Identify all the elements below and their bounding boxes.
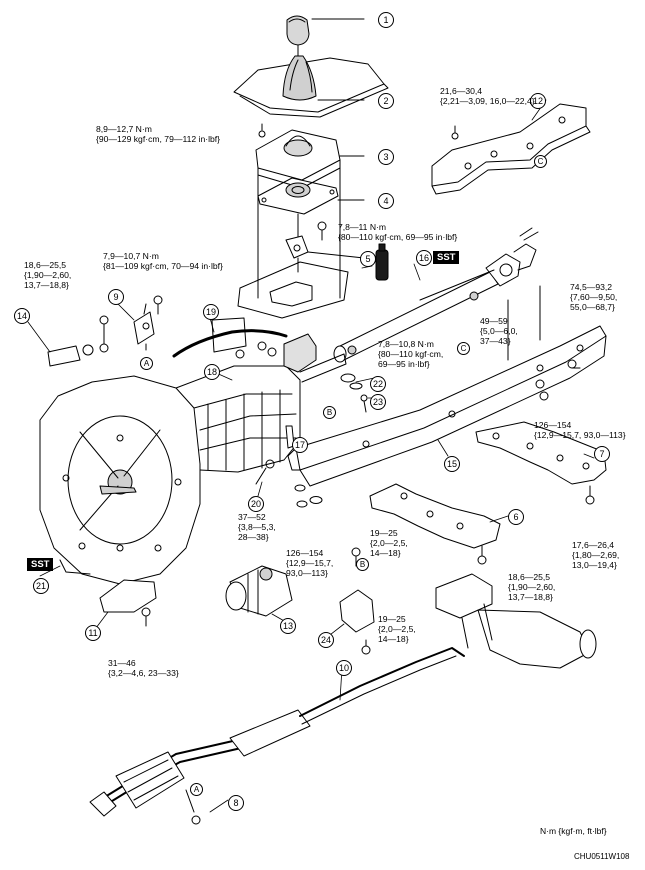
figure-code: CHU0511W108 — [574, 852, 630, 861]
callout-23: 23 — [370, 394, 386, 410]
torque-spec-14: 18,6—25,5{1,90—2,60,13,7—18,8} — [508, 572, 556, 603]
callout-19: 19 — [203, 304, 219, 320]
callout-4: 4 — [378, 193, 394, 209]
sst-label-upper: SST — [433, 251, 460, 264]
wiring-harness — [172, 317, 288, 359]
shift-lever-lower — [237, 235, 365, 319]
callout-11: 11 — [85, 625, 101, 641]
mount-bracket-6 — [369, 483, 501, 565]
callout-15: 15 — [444, 456, 460, 472]
shift-boot — [233, 55, 389, 118]
callout-24: 24 — [318, 632, 334, 648]
callout-14: 14 — [14, 308, 30, 324]
tag-a-lower: A — [190, 783, 203, 796]
torque-spec-13: 17,6—26,4{1,80—2,69,13,0—19,4} — [572, 540, 620, 571]
gasket — [257, 177, 365, 215]
tag-b-lower: B — [356, 558, 369, 571]
units-note: N·m {kgf·m, ft·lbf} — [540, 826, 607, 836]
callout-1: 1 — [378, 12, 394, 28]
torque-spec-5: 18,6—25,5{1,90—2,60,13,7—18,8} — [24, 260, 72, 291]
bolt-20 — [255, 459, 275, 485]
sst-label-lower: SST — [27, 558, 54, 571]
torque-spec-10: 37—52{3,8—5,3,28—38} — [238, 512, 276, 543]
torque-spec-9: 126—154{12,9—15,7, 93,0—113} — [534, 420, 626, 441]
torque-spec-4: 7,9—10,7 N·m{81—109 kgf·cm, 70—94 in·lbf… — [103, 251, 223, 272]
torque-spec-1: 8,9—12,7 N·m{90—129 kgf·cm, 79—112 in·lb… — [96, 124, 221, 145]
callout-21: 21 — [33, 578, 49, 594]
callout-12: 12 — [530, 93, 546, 109]
callout-6: 6 — [508, 509, 524, 525]
callout-2: 2 — [378, 93, 394, 109]
frame-member — [287, 269, 607, 487]
torque-spec-12: 19—25{2,0—2,5,14—18} — [370, 528, 408, 559]
callout-5: 5 — [360, 251, 376, 267]
shift-knob — [286, 15, 365, 57]
torque-spec-16: 31—46{3,2—4,6, 23—33} — [108, 658, 179, 679]
callout-18: 18 — [204, 364, 220, 380]
callout-7: 7 — [594, 446, 610, 462]
callout-8: 8 — [228, 795, 244, 811]
heat-shield-24 — [339, 547, 375, 655]
mount-bolts-center — [294, 484, 323, 508]
starter-motor — [225, 565, 293, 617]
callout-10: 10 — [336, 660, 352, 676]
torque-spec-8: 7,8—10,8 N·m{80—110 kgf·cm,69—95 in·lbf} — [378, 339, 444, 370]
propeller-shaft — [333, 227, 539, 363]
bracket-11 — [99, 579, 157, 627]
sensor-14 — [47, 315, 109, 367]
clutch-housing-flange — [59, 559, 91, 575]
bracket-9 — [133, 295, 163, 351]
sst-bottle — [375, 243, 389, 281]
crossmember-bracket — [431, 103, 591, 195]
callout-20: 20 — [248, 496, 264, 512]
tag-a-upper: A — [140, 357, 153, 370]
assembly-guide-lines — [257, 167, 341, 299]
tag-b-upper: B — [323, 406, 336, 419]
callout-17: 17 — [292, 437, 308, 453]
transmission — [39, 333, 347, 585]
mount-bolts-right — [535, 359, 581, 401]
tag-c-right: C — [534, 155, 547, 168]
callout-16: 16 — [416, 250, 432, 266]
mount-bracket-7 — [475, 421, 607, 505]
torque-spec-7: 49—59{5,0—6,0,37—43} — [480, 316, 518, 347]
callout-13: 13 — [280, 618, 296, 634]
callout-22: 22 — [370, 376, 386, 392]
torque-spec-3: 7,8—11 N·m{80—110 kgf·cm, 69—95 in·lbf} — [338, 222, 458, 243]
shift-lever-housing — [255, 123, 365, 189]
torque-spec-6: 74,5—93,2{7,60—9,50,55,0—68,7} — [570, 282, 618, 313]
bolt-shift — [317, 221, 327, 241]
tag-c-frame: C — [457, 342, 470, 355]
torque-spec-2: 21,6—30,4{2,21—3,09, 16,0—22,4} — [440, 86, 535, 107]
torque-spec-15: 19—25{2,0—2,5,14—18} — [378, 614, 416, 645]
callout-9: 9 — [108, 289, 124, 305]
callout-3: 3 — [378, 149, 394, 165]
exhaust-system — [89, 573, 597, 825]
torque-spec-11: 126—154{12,9—15,7,93,0—113} — [286, 548, 334, 579]
